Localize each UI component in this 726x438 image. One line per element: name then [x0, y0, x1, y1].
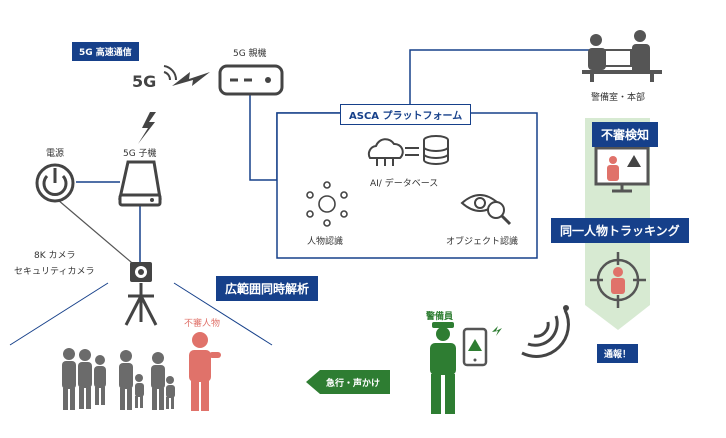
hq-label: 警備室・本部 — [591, 93, 646, 103]
platform-box — [276, 112, 538, 259]
crowd-silhouettes — [62, 348, 175, 410]
wide-analysis-tag: 広範囲同時解析 — [216, 276, 319, 301]
hq-operators-icon — [582, 30, 662, 82]
smartphone-icon — [462, 326, 502, 367]
detect-tag: 不審検知 — [592, 122, 659, 147]
signal-waves-icon — [163, 65, 178, 81]
power-icon — [35, 163, 75, 203]
database-icon — [423, 135, 449, 165]
suspicious-person-icon — [189, 332, 221, 411]
sync-arrows-icon — [405, 147, 419, 156]
ai-db-label: AI/ データベース — [370, 179, 439, 189]
power-label: 電源 — [46, 149, 65, 159]
face-network-icon — [306, 181, 348, 227]
security-camera-icon — [124, 262, 158, 326]
fiveg-child-label: 5G 子機 — [123, 149, 157, 159]
fiveg-parent-label: 5G 親機 — [233, 49, 267, 59]
platform-title: ASCA プラットフォーム — [340, 104, 472, 125]
suspicious-label: 不審人物 — [184, 319, 221, 329]
camera-label-line1: 8K カメラ — [34, 251, 76, 261]
lightning-icon-horizontal — [172, 72, 210, 86]
monitor-icon — [594, 146, 650, 193]
fiveg-fast-tag: 5G 高速通信 — [72, 42, 139, 61]
fiveg-parent-router-icon — [218, 64, 284, 96]
eye-magnifier-icon — [460, 194, 512, 226]
guard-label: 警備員 — [426, 312, 454, 322]
tracking-target-icon — [590, 252, 646, 308]
broadcast-source-dot — [563, 305, 569, 311]
fiveg-logo-text: 5G — [132, 72, 157, 91]
camera-to-child-dark-line — [57, 199, 139, 269]
object-recog-label: オブジェクト認識 — [446, 237, 519, 247]
rush-label: 急行・声かけ — [326, 379, 381, 389]
camera-label-line2: セキュリティカメラ — [14, 267, 95, 277]
lightning-icon-vertical — [138, 112, 156, 144]
fiveg-child-device-icon — [118, 160, 162, 207]
broadcast-waves-icon — [521, 309, 570, 358]
camera-field-of-view — [9, 282, 273, 346]
tracking-tag: 同一人物トラッキング — [551, 218, 689, 243]
security-guard-icon — [430, 322, 456, 414]
face-recog-label: 人物認識 — [307, 237, 344, 247]
notify-tag: 通報！ — [597, 344, 639, 363]
cloud-network-icon — [367, 138, 404, 166]
